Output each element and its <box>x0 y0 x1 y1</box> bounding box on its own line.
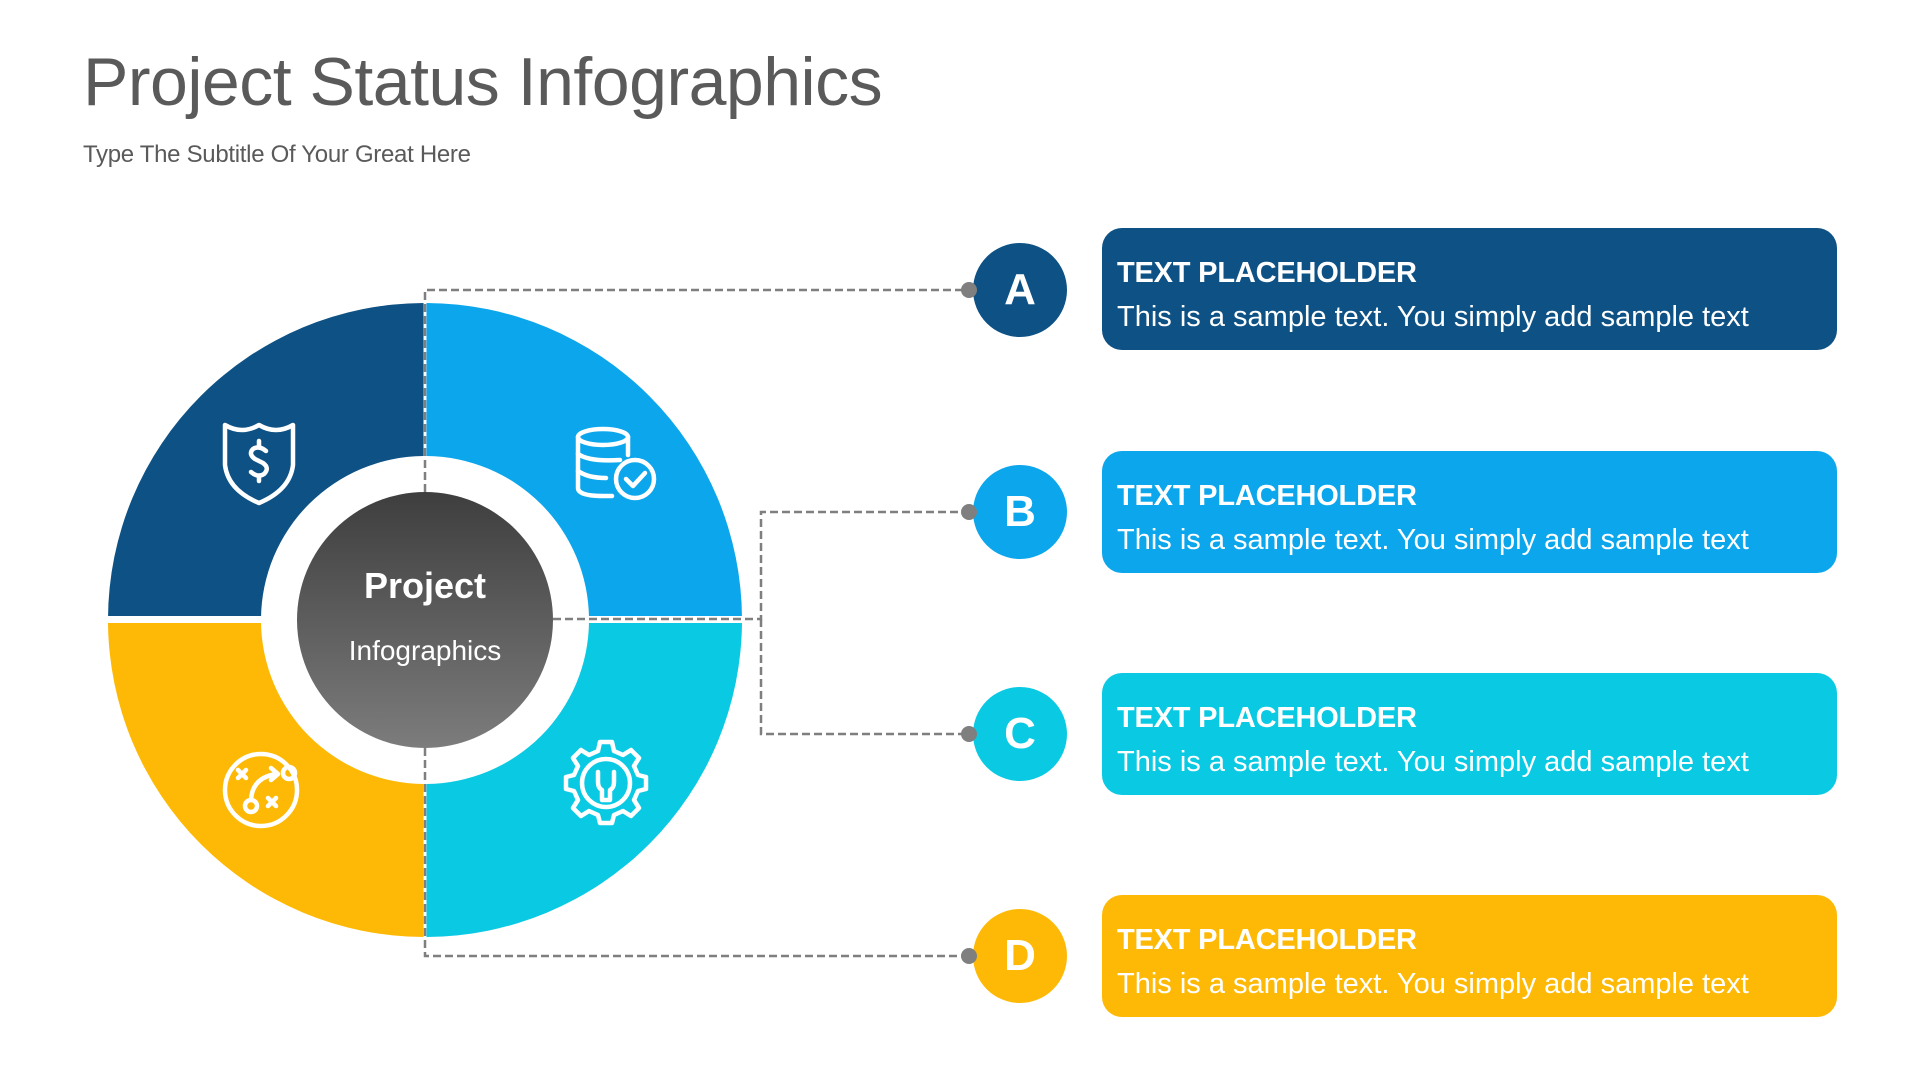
page-title: Project Status Infographics <box>83 44 883 120</box>
card-a-heading: TEXT PLACEHOLDER <box>1117 257 1417 289</box>
gear-wrench-icon <box>563 739 649 826</box>
shield-dollar-icon <box>222 422 296 506</box>
connector-d <box>423 748 969 958</box>
center-circle <box>297 492 553 748</box>
segment-top-left <box>108 303 424 619</box>
center-title: Project <box>363 565 487 606</box>
letter-badge-d: D <box>973 909 1067 1003</box>
connector-a <box>423 288 969 492</box>
card-b: TEXT PLACEHOLDER This is a sample text. … <box>1102 451 1837 573</box>
card-a-body: This is a sample text. You simply add sa… <box>1117 301 1749 333</box>
connector-lines <box>423 288 969 958</box>
connector-dot-d <box>961 948 977 964</box>
connector-dot-b <box>961 504 977 520</box>
segment-top-right <box>426 303 742 619</box>
strategy-play-icon <box>222 751 300 829</box>
card-d: TEXT PLACEHOLDER This is a sample text. … <box>1102 895 1837 1017</box>
connector-b <box>553 510 969 621</box>
card-c-body: This is a sample text. You simply add sa… <box>1117 746 1749 778</box>
letter-c: C <box>1004 709 1036 758</box>
letter-d: D <box>1004 931 1036 980</box>
connector-c <box>759 619 969 736</box>
letter-badge-c: C <box>973 687 1067 781</box>
card-b-body: This is a sample text. You simply add sa… <box>1117 524 1749 556</box>
page-subtitle: Type The Subtitle Of Your Great Here <box>83 141 471 168</box>
letter-badge-a: A <box>973 243 1067 337</box>
card-b-heading: TEXT PLACEHOLDER <box>1117 480 1417 512</box>
card-d-body: This is a sample text. You simply add sa… <box>1117 968 1749 1000</box>
card-a: TEXT PLACEHOLDER This is a sample text. … <box>1102 228 1837 350</box>
letter-b: B <box>1004 487 1036 536</box>
database-check-icon <box>575 426 657 501</box>
letter-badge-b: B <box>973 465 1067 559</box>
letter-a: A <box>1004 265 1036 314</box>
card-c-heading: TEXT PLACEHOLDER <box>1117 702 1417 734</box>
connector-dot-c <box>961 726 977 742</box>
center-subtitle: Infographics <box>348 635 502 666</box>
card-c: TEXT PLACEHOLDER This is a sample text. … <box>1102 673 1837 795</box>
card-d-heading: TEXT PLACEHOLDER <box>1117 924 1417 956</box>
connector-dot-a <box>961 282 977 298</box>
